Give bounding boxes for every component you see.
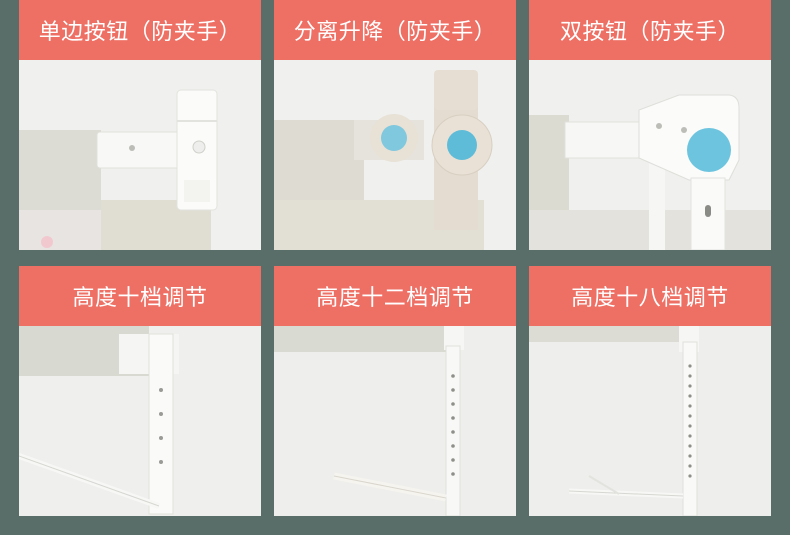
tile-label: 双按钮（防夹手） (529, 0, 771, 60)
tile-label: 高度十档调节 (19, 266, 261, 326)
tile-label: 高度十二档调节 (274, 266, 516, 326)
feature-tile-eighteen-levels: 高度十八档调节 (529, 266, 771, 516)
feature-tile-single-button: 单边按钮（防夹手） (19, 0, 261, 250)
separate-lift-photo (274, 60, 516, 250)
double-button-photo (529, 60, 771, 250)
twelve-levels-photo (274, 326, 516, 516)
tile-label: 高度十八档调节 (529, 266, 771, 326)
feature-tile-twelve-levels: 高度十二档调节 (274, 266, 516, 516)
feature-tile-separate-lift: 分离升降（防夹手） (274, 0, 516, 250)
eighteen-levels-photo (529, 326, 771, 516)
tile-label: 单边按钮（防夹手） (19, 0, 261, 60)
ten-levels-photo (19, 326, 261, 516)
tile-label: 分离升降（防夹手） (274, 0, 516, 60)
single-button-photo (19, 60, 261, 250)
feature-tile-double-button: 双按钮（防夹手） (529, 0, 771, 250)
feature-tile-ten-levels: 高度十档调节 (19, 266, 261, 516)
